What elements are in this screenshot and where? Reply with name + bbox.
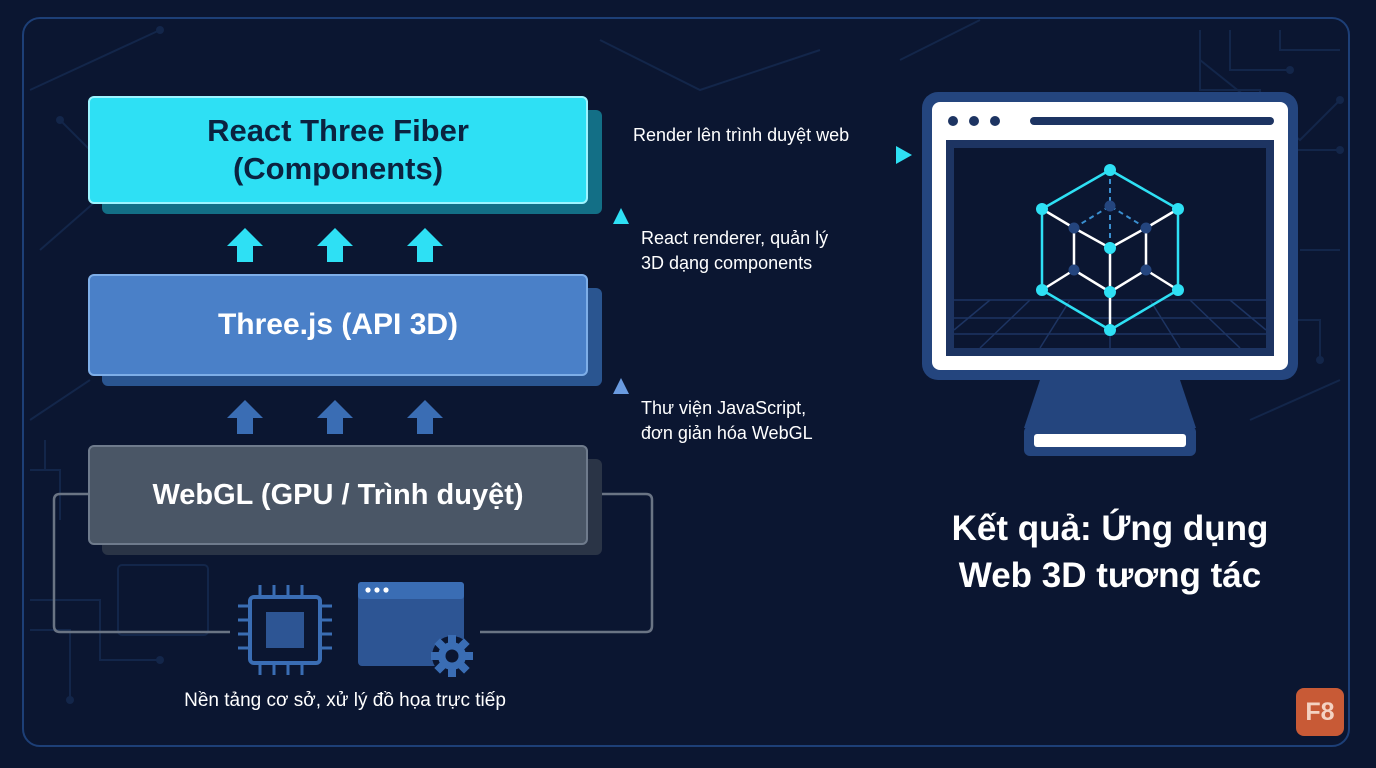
up-arrow-icon <box>227 400 263 434</box>
up-arrow-icon <box>317 400 353 434</box>
r3f-up-arrow-head <box>613 208 629 224</box>
up-arrow-icon <box>317 228 353 262</box>
gear-icon <box>431 635 473 677</box>
threejs-note: Thư viện JavaScript, đơn giản hóa WebGL <box>641 396 813 446</box>
layer-title: WebGL (GPU / Trình duyệt) <box>152 478 524 511</box>
result-title-line2: Web 3D tương tác <box>958 556 1262 595</box>
result-title-line1: Kết quả: Ứng dụng <box>951 509 1269 548</box>
cube-wireframe-icon <box>1036 164 1184 336</box>
threejs-up-arrow-head <box>613 378 629 394</box>
layer-react-three-fiber: React Three Fiber (Components) <box>88 96 602 214</box>
threejs-note-line1: Thư viện JavaScript, <box>641 398 807 418</box>
result-title: Kết quả: Ứng dụng Web 3D tương tác <box>900 505 1320 599</box>
render-arrow-head <box>896 146 912 164</box>
layer-box: Three.js (API 3D) <box>88 274 588 376</box>
render-note: Render lên trình duyệt web <box>633 125 850 145</box>
layer-webgl: WebGL (GPU / Trình duyệt) <box>88 445 602 555</box>
layer-title: React Three Fiber <box>207 113 469 148</box>
react-renderer-note: React renderer, quản lý 3D dạng componen… <box>641 226 828 276</box>
layer-subtitle: (Components) <box>232 151 444 186</box>
outer-frame <box>22 17 1350 747</box>
react-renderer-note-line2: 3D dạng components <box>641 253 813 273</box>
layer-title: Three.js (API 3D) <box>217 308 459 341</box>
threejs-note-line2: đơn giản hóa WebGL <box>641 423 813 443</box>
layer-box: WebGL (GPU / Trình duyệt) <box>88 445 588 545</box>
layer-box: React Three Fiber (Components) <box>88 96 588 204</box>
foundation-label: Nền tảng cơ sở, xử lý đồ họa trực tiếp <box>184 690 506 711</box>
layer-threejs: Three.js (API 3D) <box>88 274 602 386</box>
up-arrow-icon <box>407 228 443 262</box>
up-arrow-icon <box>407 400 443 434</box>
foundation-bracket <box>52 492 230 634</box>
up-arrow-icon <box>227 228 263 262</box>
f8-logo: F8 <box>1296 688 1344 736</box>
chip-icon <box>238 585 332 675</box>
react-renderer-note-line1: React renderer, quản lý <box>641 228 829 248</box>
